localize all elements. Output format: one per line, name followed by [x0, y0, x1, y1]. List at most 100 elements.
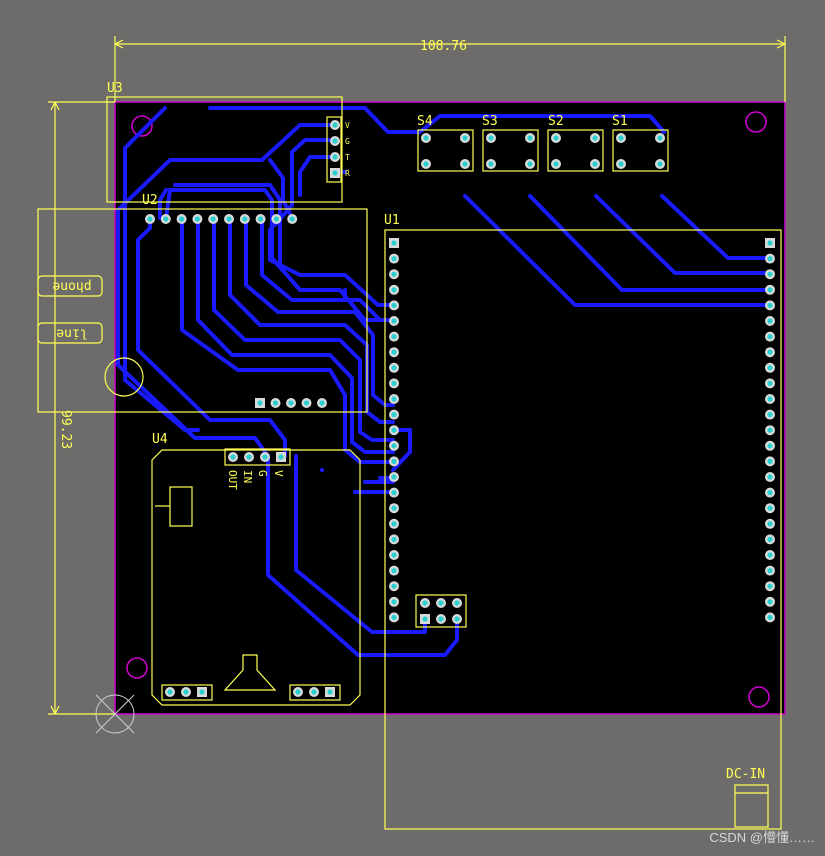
- u1-pad-left-drill: [391, 583, 397, 589]
- header-2x3-pad-drill: [422, 600, 428, 606]
- watermark: CSDN @懵懂……: [709, 830, 815, 845]
- u2-header-pad-drill: [288, 400, 294, 406]
- u1-pad-right-drill: [767, 365, 773, 371]
- u2-header-pad-drill: [272, 400, 279, 406]
- jack-label-phone: phone: [52, 279, 91, 294]
- u1-pad-right-drill: [767, 412, 773, 418]
- u1-pad-left-drill: [391, 474, 397, 480]
- u4-bottom-right-pad-drill: [327, 689, 333, 695]
- copper-traces: [116, 106, 772, 657]
- u1-pad-left-drill: [391, 568, 397, 574]
- switch-s1-ref: S1: [612, 114, 628, 129]
- u2-header-pad-drill: [257, 400, 263, 406]
- u1-pad-right-drill: [767, 256, 773, 262]
- u1-pad-right-drill: [767, 568, 773, 574]
- u1-pad-right-drill: [767, 583, 773, 589]
- u1-pad-left-drill: [391, 380, 397, 386]
- switch-pad-drill: [527, 135, 533, 141]
- u1-pad-right-drill: [767, 396, 773, 402]
- dc-in-ref: DC-IN: [726, 767, 765, 782]
- u3-pin-label-t: T: [345, 153, 350, 162]
- switch-pad-drill: [462, 135, 468, 141]
- u1-pad-left-drill: [391, 365, 397, 371]
- switch-pad-drill: [592, 135, 598, 141]
- u4-pin-label-out: OUT: [226, 470, 239, 490]
- switch-s3-ref: S3: [482, 114, 498, 129]
- header-2x3-pad-drill: [454, 616, 460, 622]
- header-2x3-pad-drill: [438, 600, 444, 606]
- u3-ref: U3: [107, 81, 123, 96]
- switch-pad-drill: [592, 161, 598, 167]
- u1-pad-left-drill: [391, 302, 397, 308]
- header-2x3-pad-drill: [422, 616, 428, 622]
- switch-s2-ref: S2: [548, 114, 564, 129]
- u1-pad-right-drill: [767, 287, 773, 293]
- switch-pad-drill: [488, 161, 494, 167]
- u2-pad-drill: [194, 216, 200, 222]
- u1-pad-left-drill: [391, 614, 397, 621]
- u1-pad-right-drill: [767, 505, 773, 511]
- u3-pad-drill: [332, 138, 338, 144]
- pads: [145, 120, 775, 697]
- u3-pad-drill: [332, 122, 338, 128]
- u3-pin-label-g: G: [345, 137, 350, 146]
- u4-bottom-right-pad-drill: [295, 689, 301, 695]
- pcb-board: [114, 101, 786, 715]
- u1-pad-right-drill: [767, 427, 773, 433]
- u4-pin-label-in: IN: [241, 470, 254, 483]
- u2-header-pad-drill: [303, 400, 310, 406]
- u1-pad-right-drill: [767, 380, 773, 386]
- u1-pad-left-drill: [391, 536, 397, 543]
- u4-pin-label-g: G: [256, 470, 269, 477]
- u2-pad-drill: [179, 216, 185, 222]
- u1-pad-right-drill: [767, 271, 773, 277]
- switch-pad-drill: [423, 161, 429, 167]
- u1-pad-left-drill: [391, 443, 397, 449]
- u1-pad-right-drill: [767, 552, 773, 558]
- u4-bottom-left-pad-drill: [199, 689, 205, 695]
- header-2x3-pad-drill: [438, 616, 444, 622]
- u1-pad-right-drill: [767, 614, 773, 621]
- silkscreen: [37, 36, 786, 830]
- u4-pad-drill: [230, 454, 236, 460]
- u1-pad-right-drill: [767, 318, 773, 324]
- u1-ref: U1: [384, 213, 400, 228]
- u3-pad-drill: [332, 170, 338, 176]
- dimension-width-label: 108.76: [420, 39, 467, 54]
- u1-pad-right-drill: [767, 349, 773, 355]
- switch-pad-drill: [657, 135, 663, 141]
- u1-pad-right-drill: [767, 490, 773, 496]
- origin-marker: [95, 694, 135, 734]
- switch-pad-drill: [527, 161, 533, 167]
- u4-ref: U4: [152, 432, 168, 447]
- u1-pad-right-drill: [767, 536, 773, 543]
- u2-pad-drill: [242, 216, 248, 222]
- u2-pad-drill: [273, 216, 279, 222]
- u1-pad-left-drill: [391, 396, 397, 402]
- u1-pad-right-drill: [767, 443, 773, 449]
- u1-pad-left-drill: [391, 271, 397, 277]
- u4-bottom-right-pad-drill: [311, 689, 317, 695]
- u1-pad-left-drill: [391, 240, 397, 246]
- u1-pad-left-drill: [391, 458, 397, 464]
- u3-pin-label-v: V: [345, 121, 350, 130]
- u3-pin-label-r: R: [345, 169, 350, 178]
- u1-pad-right-drill: [767, 302, 773, 308]
- u4-bottom-left-pad-drill: [183, 689, 189, 695]
- jack-label-line: line: [56, 326, 87, 341]
- u1-pad-left-drill: [391, 505, 397, 511]
- switch-pad-drill: [553, 161, 559, 167]
- u1-pad-left-drill: [391, 412, 397, 418]
- switch-s4-ref: S4: [417, 114, 433, 129]
- u1-pad-left-drill: [391, 599, 397, 605]
- u2-header-pad-drill: [319, 400, 325, 406]
- u3-pad-drill: [332, 154, 338, 160]
- u1-pad-right-drill: [767, 474, 773, 480]
- u1-pad-left-drill: [391, 349, 397, 355]
- u2-pad-drill: [210, 216, 216, 222]
- dimension-height-label: 99.23: [58, 410, 73, 449]
- u1-pad-right-drill: [767, 334, 773, 340]
- u1-pad-left-drill: [391, 552, 397, 558]
- switch-pad-drill: [618, 135, 624, 141]
